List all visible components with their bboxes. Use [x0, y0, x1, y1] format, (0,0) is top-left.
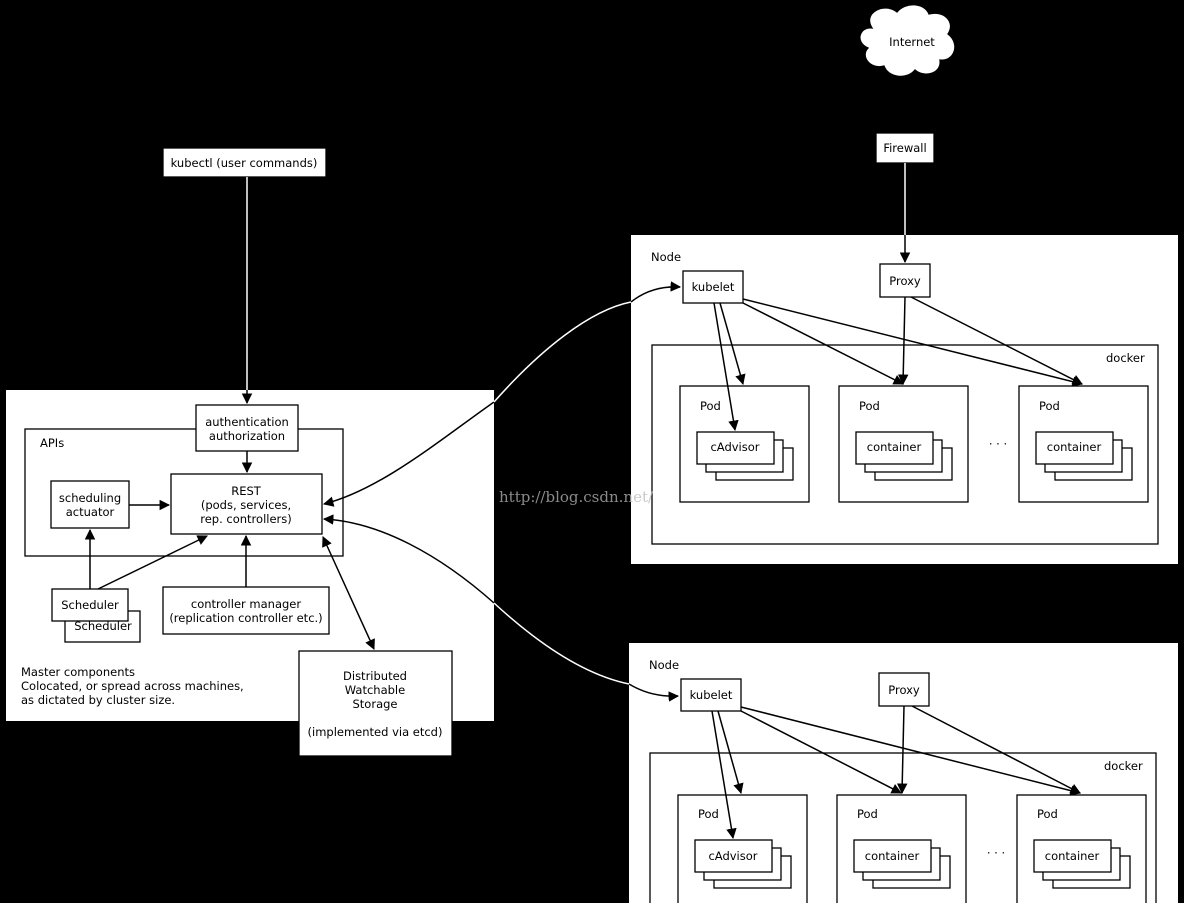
storage-box: Distributed Watchable Storage (implement… — [298, 650, 453, 757]
kubectl-box: kubectl (user commands) — [162, 147, 327, 178]
scheduler-box: Scheduler Scheduler — [51, 588, 141, 643]
container-label: container — [865, 849, 920, 863]
container-label: container — [867, 440, 922, 454]
svg-text:Pod: Pod — [1037, 807, 1058, 821]
svg-text:authentication: authentication — [205, 415, 289, 429]
node-panel-1: Node kubelet Proxy docker Pod cAdvisor P… — [630, 235, 1178, 564]
svg-text:Watchable: Watchable — [345, 683, 405, 697]
svg-text:REST: REST — [231, 484, 262, 498]
docker-container — [651, 344, 1159, 545]
auth-box: authentication authorization — [195, 404, 299, 452]
svg-text:Proxy: Proxy — [889, 274, 921, 288]
pod-box: Pod cAdvisor — [679, 385, 810, 503]
container-label: container — [1045, 849, 1100, 863]
svg-text:controller manager: controller manager — [191, 597, 301, 611]
svg-text:Pod: Pod — [700, 399, 721, 413]
svg-text:scheduling: scheduling — [59, 491, 121, 505]
kubelet-box: kubelet — [682, 270, 744, 304]
svg-text:Scheduler: Scheduler — [74, 619, 132, 633]
svg-text:Distributed: Distributed — [343, 669, 407, 683]
node-label: Node — [651, 250, 681, 264]
container-label: container — [1047, 440, 1102, 454]
firewall-box: Firewall — [875, 132, 935, 164]
pod-box: Pod cAdvisor — [677, 794, 808, 903]
svg-text:(replication controller etc.): (replication controller etc.) — [169, 611, 322, 625]
container-label: cAdvisor — [708, 849, 757, 863]
docker-label: docker — [1104, 759, 1143, 773]
kubectl-label: kubectl (user commands) — [171, 156, 318, 170]
internet-label: Internet — [889, 35, 935, 49]
internet-cloud: Internet — [859, 4, 956, 77]
firewall-label: Firewall — [883, 141, 926, 155]
svg-text:actuator: actuator — [66, 505, 115, 519]
svg-text:(implemented via etcd): (implemented via etcd) — [308, 725, 443, 739]
svg-text:Pod: Pod — [859, 399, 880, 413]
ellipsis: · · · — [989, 437, 1007, 451]
pod-box: Pod container — [838, 385, 969, 503]
node-panel-2: Node kubelet Proxy docker Pod cAdvisor P… — [628, 643, 1178, 903]
docker-label: docker — [1106, 351, 1145, 365]
svg-text:Storage: Storage — [353, 697, 398, 711]
svg-text:(pods, services,: (pods, services, — [201, 498, 291, 512]
apis-container — [24, 428, 344, 557]
scheduling-actuator-box: scheduling actuator — [50, 480, 130, 529]
svg-text:Pod: Pod — [698, 807, 719, 821]
svg-text:authorization: authorization — [209, 429, 285, 443]
pod-box: Pod container — [1018, 385, 1149, 503]
kubelet-box: kubelet — [680, 678, 742, 712]
watermark: http://blog.csdn.net/ — [499, 488, 654, 506]
controller-manager-box: controller manager (replication controll… — [162, 586, 330, 635]
pod-box: Pod container — [836, 794, 967, 903]
svg-text:Scheduler: Scheduler — [61, 598, 119, 612]
container-label: cAdvisor — [710, 440, 759, 454]
svg-text:as dictated by cluster size.: as dictated by cluster size. — [21, 693, 175, 707]
svg-text:Pod: Pod — [857, 807, 878, 821]
node-label: Node — [649, 658, 679, 672]
svg-text:kubelet: kubelet — [692, 280, 735, 294]
svg-text:Pod: Pod — [1039, 399, 1060, 413]
svg-text:rep. controllers): rep. controllers) — [200, 512, 292, 526]
svg-text:kubelet: kubelet — [690, 688, 733, 702]
proxy-box: Proxy — [878, 672, 930, 707]
pod-box: Pod container — [1016, 794, 1147, 903]
proxy-box: Proxy — [879, 263, 931, 298]
ellipsis: · · · — [987, 846, 1005, 860]
svg-text:Colocated, or spread across ma: Colocated, or spread across machines, — [21, 679, 244, 693]
svg-text:Proxy: Proxy — [888, 683, 920, 697]
apis-label: APIs — [40, 436, 64, 450]
rest-box: REST (pods, services, rep. controllers) — [170, 473, 323, 535]
svg-text:Master components: Master components — [21, 665, 135, 679]
master-note: Master components Colocated, or spread a… — [21, 665, 244, 707]
